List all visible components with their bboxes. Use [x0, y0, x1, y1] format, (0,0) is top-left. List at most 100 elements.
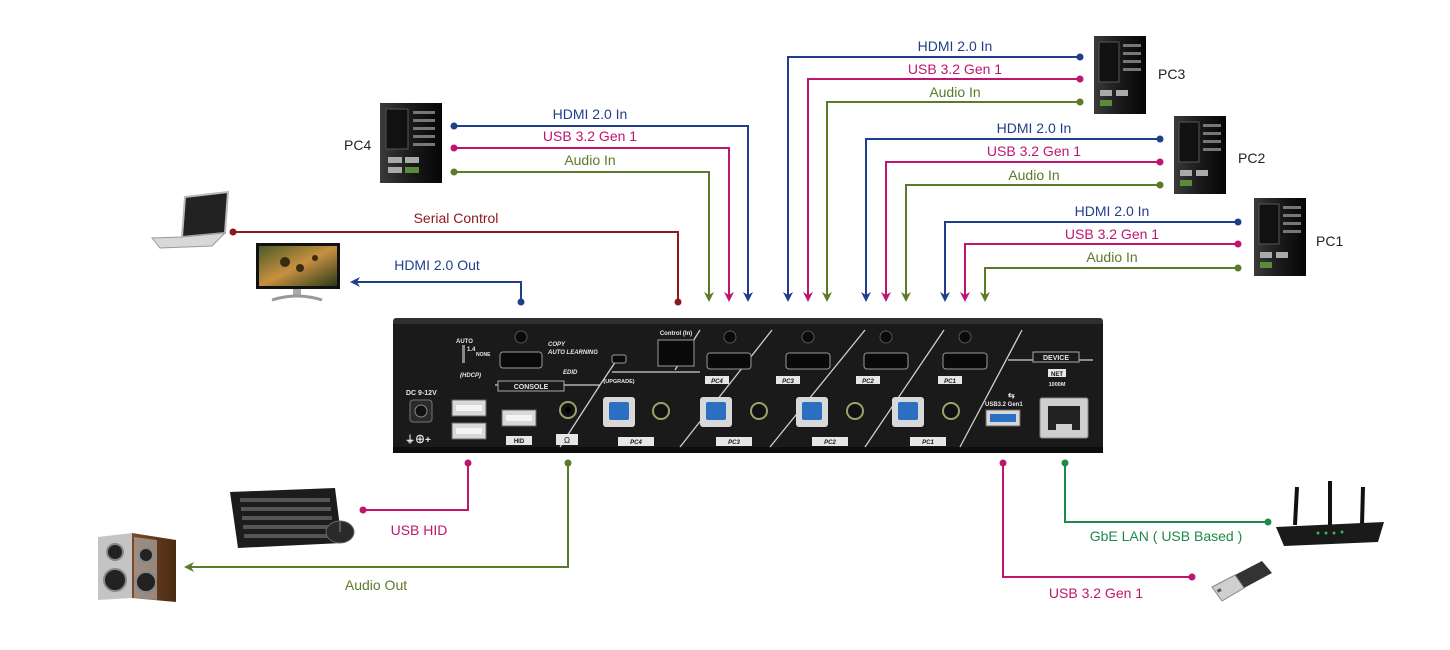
pc2-hdmi-port[interactable]: [863, 352, 909, 370]
kvm-switch-device: DC 9-12V ⏚⊕+ AUTO 1.4 NONE (HDCP) COPY A…: [393, 318, 1103, 453]
pc1-tower-icon: [1254, 198, 1306, 276]
upgrade-port[interactable]: [611, 354, 627, 364]
pc3-audio-label: Audio In: [929, 84, 980, 100]
upgrade-label: (UPGRADE): [603, 379, 634, 385]
speed-label: 1000M: [1049, 382, 1066, 388]
pc2-port-tag: PC2: [824, 440, 836, 446]
pc2-hdmi-label: HDMI 2.0 In: [997, 120, 1072, 136]
pc4-audio-label: Audio In: [564, 152, 615, 168]
pc4-hdmi-tag: PC4: [711, 379, 723, 385]
pc3-usb-line: [803, 78, 1080, 302]
usb-flash-drive-icon: [1211, 561, 1272, 602]
pc3-hdmi-label: HDMI 2.0 In: [918, 38, 993, 54]
pc4-audio-jack[interactable]: [652, 402, 670, 420]
keyboard-mouse-icon: [230, 488, 355, 548]
lan-label: GbE LAN ( USB Based ): [1090, 528, 1243, 544]
audio-out-label: Audio Out: [345, 577, 407, 593]
pc3-hdmi-line: [783, 56, 1080, 302]
headphone-icon: Ω: [564, 436, 570, 445]
power-symbol-icon: ⏚⊕+: [405, 434, 431, 446]
speakers-icon: [98, 533, 176, 602]
pc1-hdmi-line: [940, 221, 1238, 302]
pc3-usb-port[interactable]: [706, 402, 726, 420]
pc4-audio-line: [454, 171, 714, 302]
pc4-label: PC4: [344, 137, 371, 153]
serial-control-line: [233, 231, 679, 302]
pc2-usb-port[interactable]: [802, 402, 822, 420]
edid-label: EDID: [563, 370, 578, 376]
net-label: NET: [1051, 372, 1063, 378]
router-icon: [1276, 481, 1384, 546]
lan-line: [1064, 463, 1268, 523]
laptop-icon: [150, 190, 230, 249]
pc1-hdmi-tag: PC1: [944, 379, 956, 385]
auto-label: AUTO: [456, 339, 473, 345]
pc2-port-group: PC2 PC2: [796, 330, 909, 446]
pc1-cables: [940, 221, 1238, 302]
hdcp-label: (HDCP): [460, 373, 481, 379]
pc1-audio-line: [980, 267, 1238, 302]
auto-learning-label: AUTO LEARNING: [547, 350, 598, 356]
pc3-label: PC3: [1158, 66, 1185, 82]
pc2-hdmi-line: [861, 138, 1160, 302]
hdcp-switch[interactable]: [462, 345, 465, 363]
pc1-audio-label: Audio In: [1086, 249, 1137, 265]
pc3-hdmi-tag: PC3: [782, 379, 794, 385]
pc4-port-group: PC4 PC4: [603, 330, 752, 446]
pc1-hdmi-port[interactable]: [942, 352, 988, 370]
usb-dev-label: USB 3.2 Gen 1: [1049, 585, 1143, 601]
pc2-cables: [861, 138, 1160, 302]
console-hdmi-port[interactable]: [499, 351, 543, 369]
pc4-cables: [454, 125, 753, 302]
pc3-tower-icon: [1094, 36, 1146, 114]
pc2-usb-label: USB 3.2 Gen 1: [987, 143, 1081, 159]
hid-label: HID: [514, 439, 525, 445]
endpoint-dots: [229, 53, 1272, 581]
audio-out-line: [184, 463, 569, 572]
usb-hid-line: [363, 463, 469, 511]
hdcp-14-label: 1.4: [467, 347, 476, 353]
pc4-usb-port[interactable]: [609, 402, 629, 420]
device-usb-port[interactable]: [990, 414, 1016, 422]
pc2-tower-icon: [1174, 116, 1226, 194]
dc-label: DC 9-12V: [406, 390, 437, 397]
pc1-label: PC1: [1316, 233, 1343, 249]
none-label: NONE: [476, 352, 491, 358]
control-rj45-port[interactable]: [657, 339, 695, 367]
pc2-label: PC2: [1238, 150, 1265, 166]
hdmi-out-label: HDMI 2.0 Out: [394, 257, 480, 273]
pc4-port-tag: PC4: [630, 440, 642, 446]
pc4-hdmi-label: HDMI 2.0 In: [553, 106, 628, 122]
usb-gen-label: USB3.2 Gen1: [985, 402, 1023, 408]
device-label: DEVICE: [1043, 355, 1069, 362]
usb-dev-line: [1002, 463, 1192, 578]
control-in-label: Control (In): [660, 331, 692, 337]
serial-control-label: Serial Control: [414, 210, 499, 226]
pc2-audio-line: [901, 184, 1160, 302]
console-label: CONSOLE: [514, 384, 549, 391]
pc1-audio-jack[interactable]: [942, 402, 960, 420]
pc4-hdmi-line: [454, 125, 753, 302]
pc1-hdmi-label: HDMI 2.0 In: [1075, 203, 1150, 219]
pc1-port-tag: PC1: [922, 440, 934, 446]
usb-symbol-icon: ⇆: [1008, 391, 1015, 400]
pc2-usb-line: [881, 161, 1160, 302]
pc1-usb-port[interactable]: [898, 402, 918, 420]
pc3-usb-label: USB 3.2 Gen 1: [908, 61, 1002, 77]
pc1-usb-label: USB 3.2 Gen 1: [1065, 226, 1159, 242]
pc3-cables: [783, 56, 1080, 302]
pc1-usb-line: [960, 243, 1238, 302]
pc2-audio-label: Audio In: [1008, 167, 1059, 183]
pc2-hdmi-tag: PC2: [862, 379, 874, 385]
hdmi-out-line: [350, 277, 522, 302]
pc3-port-group: PC3 PC3: [700, 330, 831, 446]
copy-label: COPY: [548, 342, 566, 348]
usb-hid-label: USB HID: [391, 522, 448, 538]
pc3-hdmi-port[interactable]: [785, 352, 831, 370]
pc4-usb-line: [454, 147, 734, 302]
pc4-hdmi-port[interactable]: [706, 352, 752, 370]
pc2-audio-jack[interactable]: [846, 402, 864, 420]
pc1-port-group: PC1 PC1: [892, 330, 988, 446]
pc3-audio-jack[interactable]: [750, 402, 768, 420]
